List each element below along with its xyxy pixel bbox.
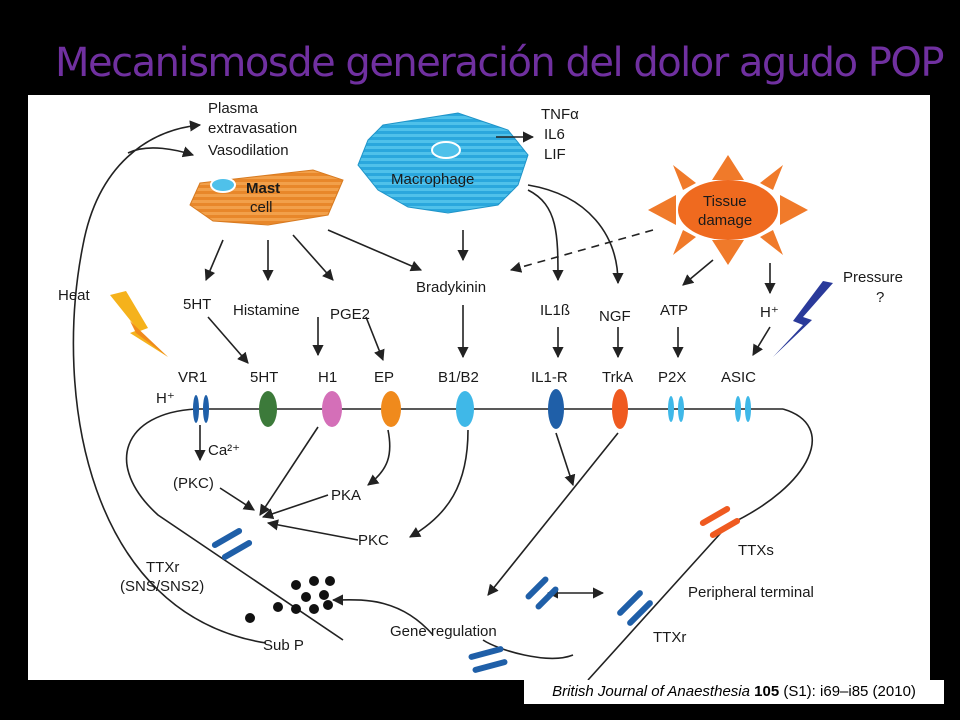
intracellular-labels: Ca²⁺ (PKC) PKA PKC (173, 442, 389, 549)
heat-label: Heat (58, 287, 91, 304)
receptor-labels: VR1 5HT H1 EP B1/B2 IL1-R TrkA P2X ASIC … (156, 369, 756, 407)
pain-mechanism-diagram: Plasma extravasation Vasodilation Mast c… (58, 100, 903, 681)
svg-text:?: ? (876, 289, 884, 306)
ttxs-channel (699, 506, 741, 538)
svg-text:PGE2: PGE2 (330, 306, 370, 323)
gene-regulation-label: Gene regulation (390, 623, 497, 640)
citation: British Journal of Anaesthesia 105 (S1):… (524, 680, 944, 704)
peripheral-terminal-label: Peripheral terminal (688, 584, 814, 601)
svg-text:LIF: LIF (544, 146, 566, 163)
gene-regulation-channels (468, 576, 559, 673)
membrane-lines (125, 408, 813, 681)
svg-text:Mast: Mast (246, 180, 280, 197)
ttxr-left-label: TTXr (SNS/SNS2) (120, 559, 204, 595)
svg-text:EP: EP (374, 369, 394, 386)
svg-text:(SNS/SNS2): (SNS/SNS2) (120, 578, 204, 595)
pressure-label: Pressure ? (843, 269, 903, 306)
mediator-labels: 5HT Histamine PGE2 Bradykinin IL1ß NGF A… (183, 279, 779, 325)
citation-volume: 105 (754, 683, 780, 700)
slide-title: Mecanismosde generación del dolor agudo … (55, 40, 944, 86)
svg-text:Pressure: Pressure (843, 269, 903, 286)
cytokines-text: TNFα IL6 LIF (541, 106, 579, 163)
svg-text:Vasodilation: Vasodilation (208, 142, 289, 159)
svg-text:NGF: NGF (599, 308, 631, 325)
heat-bolt-icon (110, 291, 168, 357)
svg-text:H1: H1 (318, 369, 337, 386)
sub-p-label: Sub P (263, 637, 304, 654)
svg-text:PKA: PKA (331, 487, 361, 504)
svg-text:IL1-R: IL1-R (531, 369, 568, 386)
svg-text:5HT: 5HT (183, 296, 211, 313)
svg-text:IL6: IL6 (544, 126, 565, 143)
pressure-bolt-icon (773, 281, 833, 357)
ttxr-right-label: TTXr (653, 629, 686, 646)
citation-rest: (S1): i69–i85 (2010) (783, 683, 916, 700)
svg-text:Tissue: Tissue (703, 193, 747, 210)
svg-text:ASIC: ASIC (721, 369, 756, 386)
tissue-damage: Tissue damage (648, 155, 808, 265)
svg-text:Histamine: Histamine (233, 302, 300, 319)
ttxr-right-channel (617, 590, 653, 626)
ttxr-left-channel (211, 528, 253, 560)
svg-text:Plasma: Plasma (208, 100, 259, 117)
macrophage: Macrophage (357, 112, 529, 214)
mast-cell: Mast cell (189, 169, 344, 226)
membrane-receptors (193, 389, 751, 429)
ttxs-label: TTXs (738, 542, 774, 559)
svg-text:PKC: PKC (358, 532, 389, 549)
svg-text:P2X: P2X (658, 369, 686, 386)
svg-text:IL1ß: IL1ß (540, 302, 570, 319)
svg-text:H⁺: H⁺ (760, 304, 779, 321)
svg-text:TNFα: TNFα (541, 106, 579, 123)
svg-text:B1/B2: B1/B2 (438, 369, 479, 386)
diagram-panel: Plasma extravasation Vasodilation Mast c… (28, 95, 930, 681)
svg-text:H⁺: H⁺ (156, 390, 175, 407)
svg-text:TrkA: TrkA (602, 369, 633, 386)
svg-text:damage: damage (698, 212, 752, 229)
citation-journal: British Journal of Anaesthesia (552, 683, 750, 700)
svg-text:VR1: VR1 (178, 369, 207, 386)
svg-text:Ca²⁺: Ca²⁺ (208, 442, 240, 459)
svg-text:ATP: ATP (660, 302, 688, 319)
svg-text:(PKC): (PKC) (173, 475, 214, 492)
svg-text:Macrophage: Macrophage (391, 171, 474, 188)
svg-text:TTXr: TTXr (146, 559, 179, 576)
svg-text:extravasation: extravasation (208, 120, 297, 137)
svg-text:5HT: 5HT (250, 369, 278, 386)
svg-text:cell: cell (250, 199, 273, 216)
svg-text:Bradykinin: Bradykinin (416, 279, 486, 296)
sub-p-vesicles (245, 576, 335, 623)
plasma-extravasation-text: Plasma extravasation Vasodilation (208, 100, 297, 159)
